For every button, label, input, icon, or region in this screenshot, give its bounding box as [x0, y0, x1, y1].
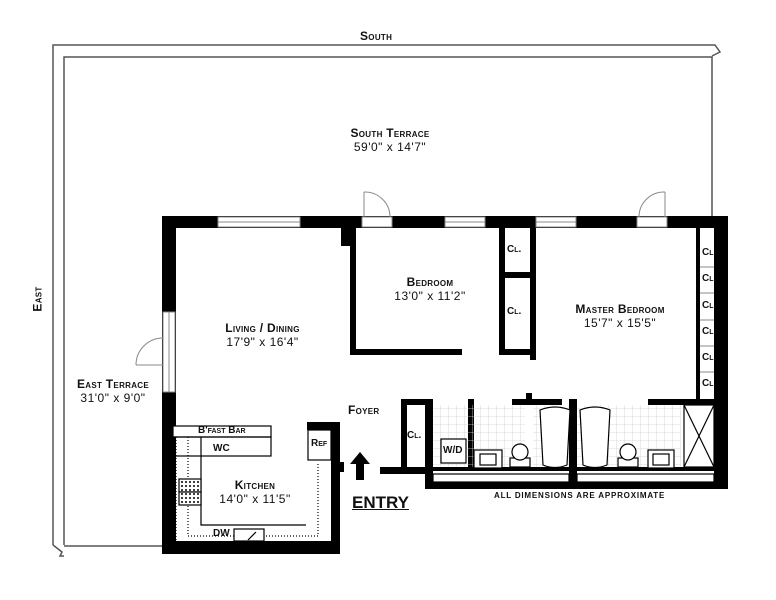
room-name: South Terrace	[350, 126, 430, 140]
room-dims: 17'9" x 16'4"	[226, 335, 299, 349]
room-dims: 59'0" x 14'7"	[353, 140, 427, 154]
bfast-bar-label: B'fast Bar	[198, 425, 246, 436]
room-name: Kitchen	[234, 478, 276, 492]
room-dims: 13'0" x 11'2"	[394, 289, 466, 303]
kitchen-fixtures	[172, 425, 332, 542]
closet-label: Cl.	[702, 378, 717, 389]
kitchen-label: Kitchen 14'0" x 11'5"	[205, 478, 305, 506]
wd-label: W/D	[443, 445, 463, 456]
foyer-label: Foyer	[348, 403, 380, 417]
closet-label: Cl.	[507, 306, 522, 317]
south-label: South	[360, 29, 393, 43]
closet-label: Cl.	[507, 244, 522, 255]
room-dims: 31'0" x 9'0"	[80, 391, 146, 405]
master-closets	[700, 266, 714, 373]
closet-label: Cl.	[702, 326, 717, 337]
dw-label: DW	[213, 528, 230, 539]
room-dims: 14'0" x 11'5"	[219, 492, 291, 506]
closet-label: Cl.	[702, 300, 717, 311]
room-name: East Terrace	[76, 377, 150, 391]
room-dims: 15'7" x 15'5"	[583, 316, 657, 330]
east-terrace-label: East Terrace 31'0" x 9'0"	[63, 377, 163, 405]
terrace-outline	[52, 44, 722, 557]
disclaimer: ALL DIMENSIONS ARE APPROXIMATE	[494, 491, 666, 500]
closet-label: Cl.	[702, 273, 717, 284]
bath-fixtures	[432, 404, 715, 483]
closet-label: Cl.	[702, 247, 717, 258]
wc-label: WC	[213, 443, 230, 454]
living-dining-label: Living / Dining 17'9" x 16'4"	[200, 321, 325, 349]
room-name: Living / Dining	[225, 321, 300, 335]
master-bedroom-label: Master Bedroom 15'7" x 15'5"	[550, 302, 690, 330]
closet-label: Cl.	[702, 352, 717, 363]
room-name: Bedroom	[406, 275, 454, 289]
bedroom-label: Bedroom 13'0" x 11'2"	[380, 275, 480, 303]
walls	[162, 216, 728, 554]
windows	[162, 216, 577, 393]
south-terrace-label: South Terrace 59'0" x 14'7"	[325, 126, 455, 154]
doors	[135, 191, 668, 366]
entry-arrow-icon	[350, 452, 370, 480]
room-name: Master Bedroom	[575, 302, 665, 316]
ref-label: Ref	[311, 438, 328, 449]
closet-label: Cl.	[407, 430, 422, 441]
entry-label: ENTRY	[352, 493, 409, 512]
east-label: East	[30, 286, 45, 312]
